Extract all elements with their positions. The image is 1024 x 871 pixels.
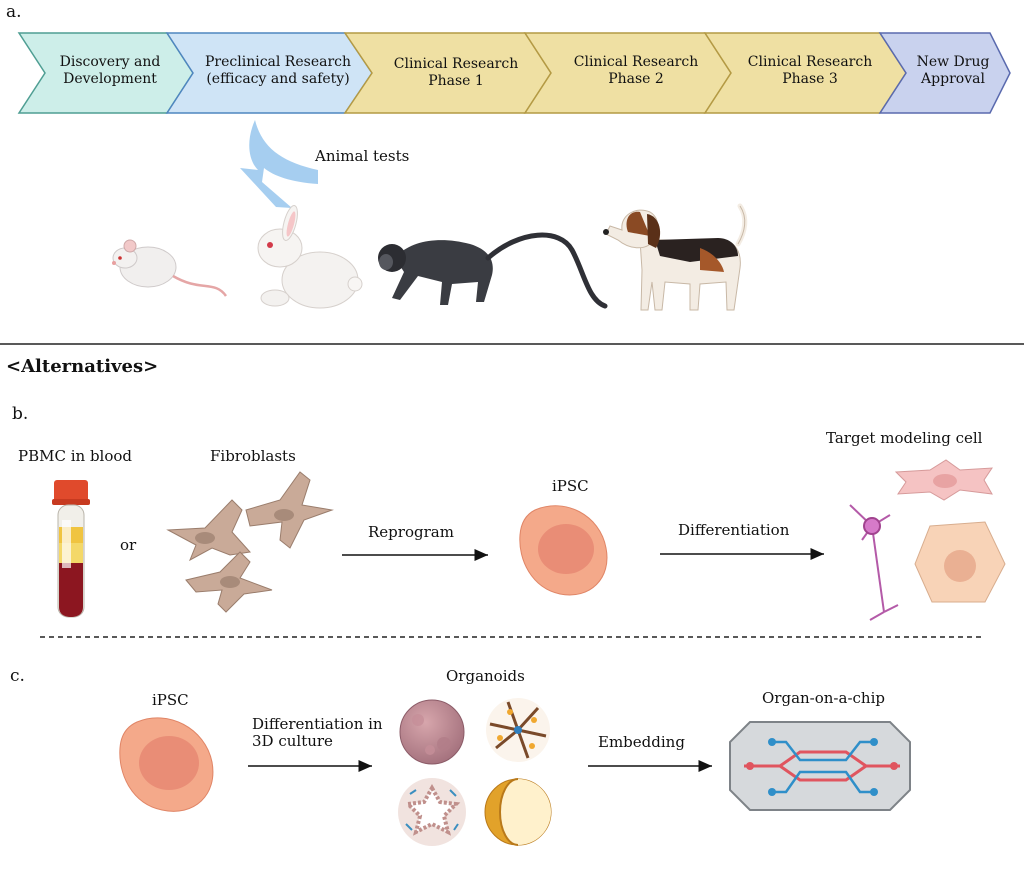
diff-3d-line2: 3D culture — [252, 732, 333, 750]
hepatocyte-icon — [914, 521, 1006, 603]
alternatives-heading: <Alternatives> — [6, 356, 159, 377]
pipeline-chevrons — [17, 32, 1011, 114]
organoids-icon — [398, 698, 552, 846]
reprogram-label: Reprogram — [368, 523, 454, 541]
panel-label-b: b. — [12, 404, 29, 424]
step-line1: Preclinical Research — [205, 54, 351, 70]
dog-icon — [603, 203, 748, 311]
curved-arrow-icon — [240, 120, 318, 208]
step-line2: Phase 1 — [428, 73, 484, 89]
pipeline-step-phase2: Clinical Research Phase 2 — [556, 54, 716, 88]
step-line2: Development — [63, 71, 157, 87]
blood-tube-icon — [52, 480, 90, 618]
organ-on-a-chip-label: Organ-on-a-chip — [762, 689, 885, 707]
pipeline-step-discovery: Discovery and Development — [40, 54, 180, 88]
panel-label-c: c. — [10, 666, 25, 686]
ipsc-cell-c-icon — [119, 717, 214, 812]
fibroblasts-icon — [166, 471, 334, 613]
step-line2: Approval — [921, 71, 985, 87]
embedding-label: Embedding — [598, 733, 685, 751]
step-line1: Clinical Research — [573, 54, 699, 70]
fibroblasts-label: Fibroblasts — [210, 447, 296, 465]
target-modeling-label: Target modeling cell — [826, 429, 983, 447]
pbmc-label: PBMC in blood — [18, 447, 133, 465]
step-line1: Clinical Research — [747, 54, 873, 70]
step-line1: New Drug — [916, 54, 990, 70]
monkey-icon — [378, 232, 608, 309]
muscle-cell-icon — [894, 459, 993, 501]
diff-3d-line1: Differentiation in — [252, 715, 383, 733]
animal-tests-label: Animal tests — [315, 147, 410, 165]
organ-on-a-chip-icon — [729, 721, 911, 811]
mouse-icon — [112, 239, 228, 297]
pipeline-step-phase3: Clinical Research Phase 3 — [732, 54, 888, 88]
diff-3d-label: Differentiation in 3D culture — [252, 716, 383, 750]
chevron-approval — [878, 32, 1011, 114]
rabbit-icon — [257, 205, 363, 309]
pipeline-step-phase1: Clinical Research Phase 1 — [376, 56, 536, 90]
pipeline-step-preclinical: Preclinical Research (efficacy and safet… — [198, 54, 358, 88]
neuron-icon — [849, 504, 899, 621]
or-label: or — [120, 536, 137, 554]
ipsc-label-b: iPSC — [552, 477, 589, 495]
ipsc-cell-icon — [519, 505, 608, 596]
panel-label-a: a. — [6, 2, 22, 22]
step-line1: Clinical Research — [393, 56, 519, 72]
differentiation-label: Differentiation — [678, 521, 790, 539]
organoids-label: Organoids — [446, 667, 525, 685]
step-line2: Phase 2 — [608, 71, 664, 87]
step-line2: (efficacy and safety) — [206, 71, 350, 87]
step-line1: Discovery and — [59, 54, 161, 70]
pipeline-step-approval: New Drug Approval — [908, 54, 998, 88]
step-line2: Phase 3 — [782, 71, 838, 87]
ipsc-label-c: iPSC — [152, 691, 189, 709]
